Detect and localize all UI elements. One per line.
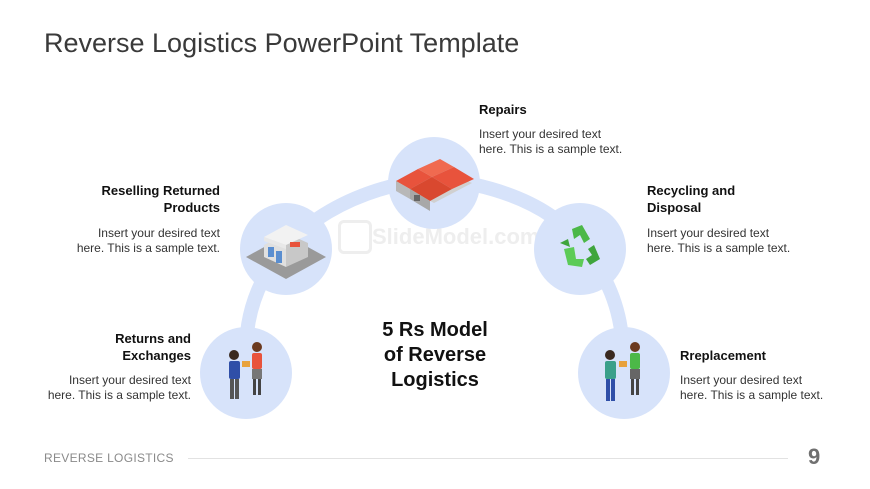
center-label-line2: of Reverse: [383, 344, 487, 366]
center-label-line1: 5 Rs Model: [382, 319, 488, 341]
footer-divider: [188, 458, 788, 459]
slide-title: Reverse Logistics PowerPoint Template: [44, 28, 520, 58]
circle-recycling: [534, 203, 626, 295]
circle-reselling: [240, 203, 332, 295]
recycling-heading: Recycling and Disposal: [647, 182, 807, 216]
recycling-text-line2: here. This is a sample text.: [647, 241, 791, 255]
recycling-text-line1: Insert your desired text: [647, 226, 770, 240]
circle-replacement: [578, 327, 670, 419]
returns-heading: Returns and Exchanges: [60, 330, 191, 364]
recycle-icon: [560, 225, 600, 267]
replacement-heading: Rreplacement: [680, 348, 766, 363]
watermark-logo-icon: [338, 220, 372, 254]
returns-heading-line2: Exchanges: [122, 348, 191, 363]
center-label: 5 Rs Model of Reverse Logistics: [360, 318, 510, 393]
repairs-text-line2: here. This is a sample text.: [479, 142, 623, 156]
people-exchange-icon: [229, 342, 262, 399]
people-handover-icon: [605, 342, 640, 401]
returns-heading-line1: Returns and: [115, 331, 191, 346]
circle-repairs: [388, 137, 480, 229]
recycling-heading-line1: Recycling and: [647, 183, 736, 198]
repairs-text-line1: Insert your desired text: [479, 127, 602, 141]
replacement-text-line1: Insert your desired text: [680, 373, 803, 387]
replacement-text: Insert your desired text here. This is a…: [680, 373, 860, 403]
returns-text-line2: here. This is a sample text.: [47, 388, 191, 402]
circle-returns: [200, 327, 292, 419]
watermark: SlideModel.com: [372, 224, 540, 249]
repairs-text: Insert your desired text here. This is a…: [479, 127, 659, 157]
reselling-text-line1: Insert your desired text: [97, 226, 220, 240]
reselling-heading: Reselling Returned Products: [60, 182, 220, 216]
reselling-heading-line1: Reselling Returned: [101, 183, 220, 198]
reselling-text-line2: here. This is a sample text.: [76, 241, 220, 255]
center-label-line3: Logistics: [391, 369, 479, 391]
page-number: 9: [808, 444, 821, 469]
recycling-heading-line2: Disposal: [647, 200, 702, 215]
repairs-heading: Repairs: [479, 102, 527, 117]
reselling-text: Insert your desired text here. This is a…: [40, 226, 220, 256]
recycling-text: Insert your desired text here. This is a…: [647, 226, 827, 256]
returns-text: Insert your desired text here. This is a…: [20, 373, 191, 403]
returns-text-line1: Insert your desired text: [68, 373, 191, 387]
store-icon: [246, 225, 326, 279]
replacement-text-line2: here. This is a sample text.: [680, 388, 824, 402]
reselling-heading-line2: Products: [163, 200, 220, 215]
footer-label: REVERSE LOGISTICS: [44, 451, 174, 465]
warehouse-icon: [396, 159, 474, 211]
